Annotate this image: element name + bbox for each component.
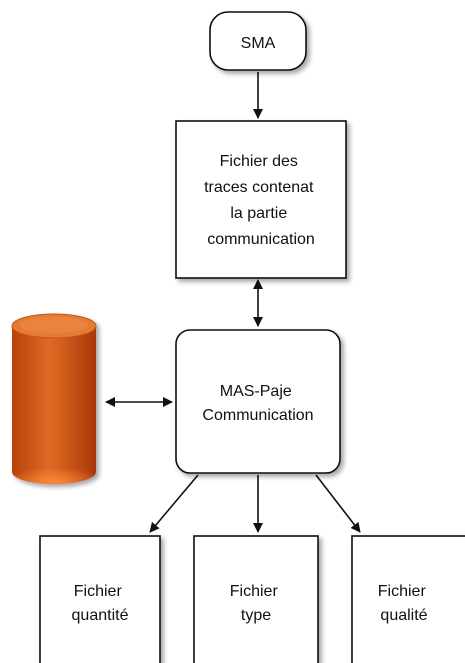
node-quantity-file-line-1: Fichier bbox=[74, 583, 123, 600]
node-mas-paje-line-2: Communication bbox=[202, 407, 313, 424]
database-cylinder-icon bbox=[11, 313, 97, 484]
node-sma-line-1: SMA bbox=[241, 35, 276, 52]
node-trace-file-line-2: traces contenat bbox=[204, 179, 314, 196]
node-type-file: Fichier type bbox=[193, 535, 319, 663]
node-trace-file-line-1: Fichier des bbox=[220, 153, 298, 170]
node-trace-file-line-4: communication bbox=[207, 231, 315, 248]
node-sma: SMA bbox=[209, 11, 307, 71]
node-quality-file: Fichier qualité bbox=[351, 535, 465, 663]
node-type-file-line-2: type bbox=[241, 607, 271, 624]
node-trace-file-label: Fichier des traces contenat la partie co… bbox=[204, 153, 318, 248]
node-type-file-line-1: Fichier bbox=[230, 583, 279, 600]
node-mas-paje-label: MAS-Paje Communication bbox=[202, 383, 313, 424]
node-quality-file-line-1: Fichier bbox=[378, 583, 427, 600]
node-quantity-file-label: Fichier quantité bbox=[72, 583, 129, 624]
node-quality-file-label: Fichier qualité bbox=[378, 583, 430, 624]
node-quantity-file: Fichier quantité bbox=[39, 535, 161, 663]
node-trace-file: Fichier des traces contenat la partie co… bbox=[175, 120, 347, 279]
connectors bbox=[105, 72, 361, 533]
node-quantity-file-line-2: quantité bbox=[72, 607, 129, 624]
node-mas-paje-line-1: MAS-Paje bbox=[220, 383, 292, 400]
node-mas-paje: MAS-Paje Communication bbox=[175, 329, 341, 474]
node-sma-label: SMA bbox=[241, 35, 276, 52]
arrow-mas-paje-to-quantity-file bbox=[149, 474, 199, 533]
node-trace-file-line-3: la partie bbox=[230, 205, 287, 222]
arrow-mas-paje-to-quality-file bbox=[315, 474, 361, 533]
node-quality-file-line-2: qualité bbox=[380, 607, 427, 624]
node-type-file-label: Fichier type bbox=[230, 583, 282, 624]
